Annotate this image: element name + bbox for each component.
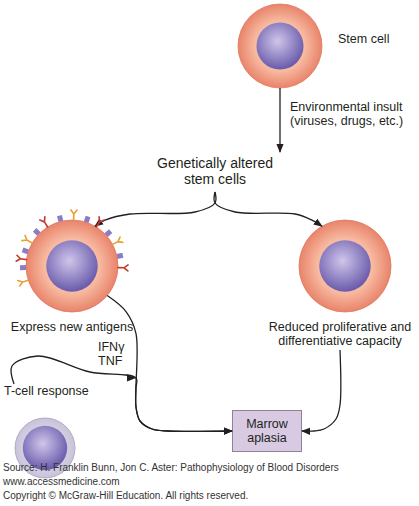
- antigen-block: [105, 229, 113, 237]
- antigen-symbol: [40, 217, 50, 229]
- cell-node: Reduced proliferative and differentiativ…: [261, 210, 419, 350]
- antigen-symbol: [16, 255, 27, 262]
- antigen-symbol: [118, 265, 128, 271]
- antigen-symbol: [94, 217, 104, 229]
- source-note: Copyright © McGraw-Hill Education. All r…: [3, 490, 248, 502]
- node-label: T-cell response: [4, 384, 100, 398]
- cell-nucleus: [46, 240, 98, 292]
- cell-shape: [6, 210, 138, 338]
- connector-arrow: [95, 192, 216, 226]
- connector-arrow: [11, 356, 232, 431]
- edge-label: Environmental insult (viruses, drugs, et…: [290, 100, 418, 128]
- connector-arrow: [302, 350, 341, 431]
- cell-shape: [230, 0, 410, 92]
- cell-node: Stem cell: [230, 0, 410, 92]
- antigen-symbol: [18, 277, 29, 286]
- node-label: Marrow aplasia: [233, 417, 301, 445]
- source-note: www.accessmedicine.com: [3, 476, 120, 488]
- cell-body: [299, 220, 391, 312]
- junction-arrowhead: [127, 375, 136, 382]
- process-box: Marrow aplasia: [232, 410, 302, 452]
- cell-node: Express new antigens: [6, 210, 138, 338]
- cell-nucleus: [256, 22, 303, 69]
- node-label: Express new antigens: [10, 320, 134, 334]
- cell-body: [26, 220, 118, 312]
- antigen-block: [20, 265, 26, 270]
- antigen-block: [84, 216, 91, 223]
- cell-shape: [0, 384, 100, 480]
- antigen-block: [57, 215, 63, 222]
- cell-nucleus: [23, 426, 67, 470]
- antigen-symbol: [111, 237, 123, 247]
- antigen-symbol: [71, 210, 77, 220]
- text-node: Genetically altered stem cells: [145, 152, 285, 192]
- edge-label: IFNγ TNF: [98, 340, 130, 368]
- antigen-block: [116, 253, 123, 259]
- node-label: Genetically altered stem cells: [145, 155, 285, 187]
- connector-arrow: [214, 192, 322, 226]
- node-label: Stem cell: [338, 32, 410, 46]
- antigen-block: [22, 248, 29, 255]
- cell-node: T-cell response: [0, 384, 100, 480]
- node-label: Reduced proliferative and differentiativ…: [261, 320, 419, 348]
- connector-arrow: [279, 88, 280, 152]
- connector-arrow: [107, 296, 232, 432]
- cell-body: [238, 4, 322, 88]
- cell-body: [15, 418, 75, 478]
- cell-nucleus: [319, 240, 371, 292]
- antigen-block: [33, 228, 41, 236]
- antigen-symbol: [22, 235, 34, 245]
